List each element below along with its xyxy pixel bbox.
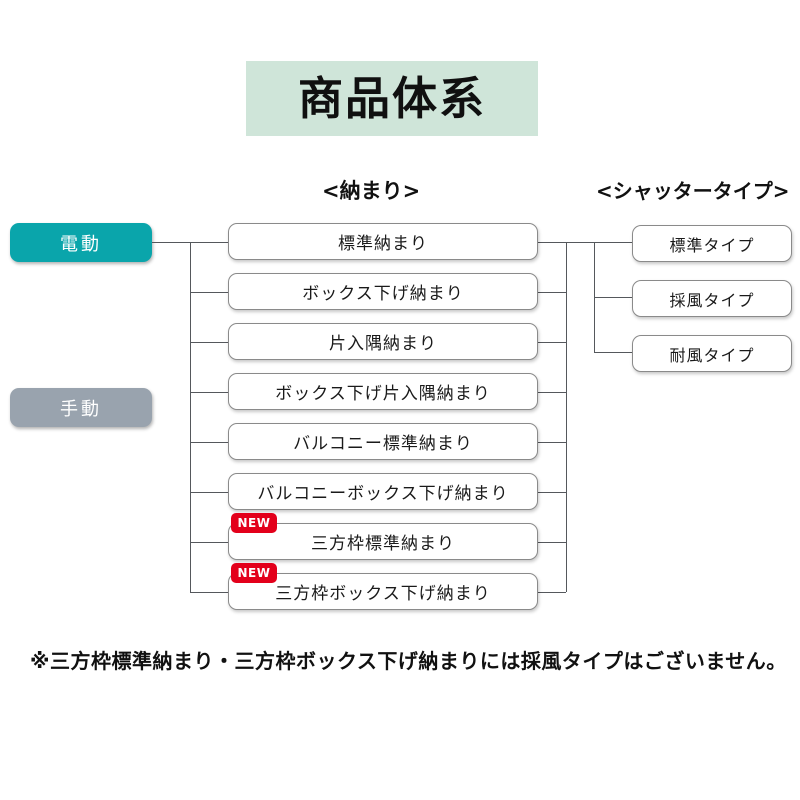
osamari-node[interactable]: 標準納まり: [228, 223, 538, 260]
osamari-node[interactable]: ボックス下げ納まり: [228, 273, 538, 310]
osamari-node-label: ボックス下げ納まり: [302, 284, 464, 304]
osamari-node[interactable]: ボックス下げ片入隅納まり: [228, 373, 538, 410]
column-header-osamari: <納まり>: [322, 179, 421, 203]
new-badge-label: NEW: [237, 516, 271, 530]
column-header-shutter-type: <シャッタータイプ>: [596, 179, 790, 203]
page-title-band: 商品体系: [246, 61, 538, 136]
osamari-node-label: 三方枠ボックス下げ納まり: [275, 584, 491, 604]
shutter-type-node[interactable]: 耐風タイプ: [632, 335, 792, 372]
footnote-text: ※三方枠標準納まり・三方枠ボックス下げ納まりには採風タイプはございません。: [30, 649, 787, 673]
drive-mode-manual-label: 手動: [60, 398, 102, 420]
connector-right-stub: [538, 442, 566, 443]
osamari-node[interactable]: 片入隅納まり: [228, 323, 538, 360]
drive-mode-manual-button[interactable]: 手動: [10, 388, 152, 427]
osamari-node-label: 片入隅納まり: [329, 334, 437, 354]
connector-left-stub: [190, 442, 228, 443]
connector-right-stub: [538, 542, 566, 543]
osamari-node-label: バルコニーボックス下げ納まり: [257, 484, 509, 504]
drive-mode-electric-label: 電動: [60, 233, 102, 255]
osamari-node-label: 標準納まり: [338, 234, 428, 254]
connector-left-trunk: [190, 242, 191, 592]
connector-left-stub: [190, 542, 228, 543]
connector-right-trunk: [566, 242, 567, 592]
connector-right-stub: [538, 592, 566, 593]
drive-mode-electric-button[interactable]: 電動: [10, 223, 152, 262]
connector-left-stub: [190, 492, 228, 493]
page-title: 商品体系: [297, 72, 486, 125]
connector-shutter-stub: [594, 242, 632, 243]
connector-left-stub: [190, 392, 228, 393]
shutter-type-label: 標準タイプ: [669, 235, 755, 255]
connector-right-stub: [538, 292, 566, 293]
osamari-node[interactable]: 三方枠標準納まり: [228, 523, 538, 560]
connector-right-stub: [538, 392, 566, 393]
osamari-node[interactable]: 三方枠ボックス下げ納まり: [228, 573, 538, 610]
connector-right-stub: [538, 342, 566, 343]
connector-shutter-stub: [594, 352, 632, 353]
new-badge-label: NEW: [237, 566, 271, 580]
shutter-type-label: 耐風タイプ: [669, 345, 755, 365]
connector-left-stub: [190, 342, 228, 343]
connector-shutter-stub: [594, 297, 632, 298]
shutter-type-node[interactable]: 標準タイプ: [632, 225, 792, 262]
shutter-type-label: 採風タイプ: [669, 290, 755, 310]
connector-left-stub: [190, 592, 228, 593]
new-badge: NEW: [231, 513, 277, 533]
osamari-node-label: 三方枠標準納まり: [311, 534, 455, 554]
osamari-node[interactable]: バルコニー標準納まり: [228, 423, 538, 460]
new-badge: NEW: [231, 563, 277, 583]
connector-left-stub: [190, 292, 228, 293]
connector-right-stub: [538, 492, 566, 493]
connector-bridge-to-shutter: [566, 242, 594, 243]
osamari-node-label: ボックス下げ片入隅納まり: [275, 384, 491, 404]
osamari-node[interactable]: バルコニーボックス下げ納まり: [228, 473, 538, 510]
osamari-node-label: バルコニー標準納まり: [293, 434, 473, 454]
shutter-type-node[interactable]: 採風タイプ: [632, 280, 792, 317]
connector-right-stub: [538, 242, 566, 243]
